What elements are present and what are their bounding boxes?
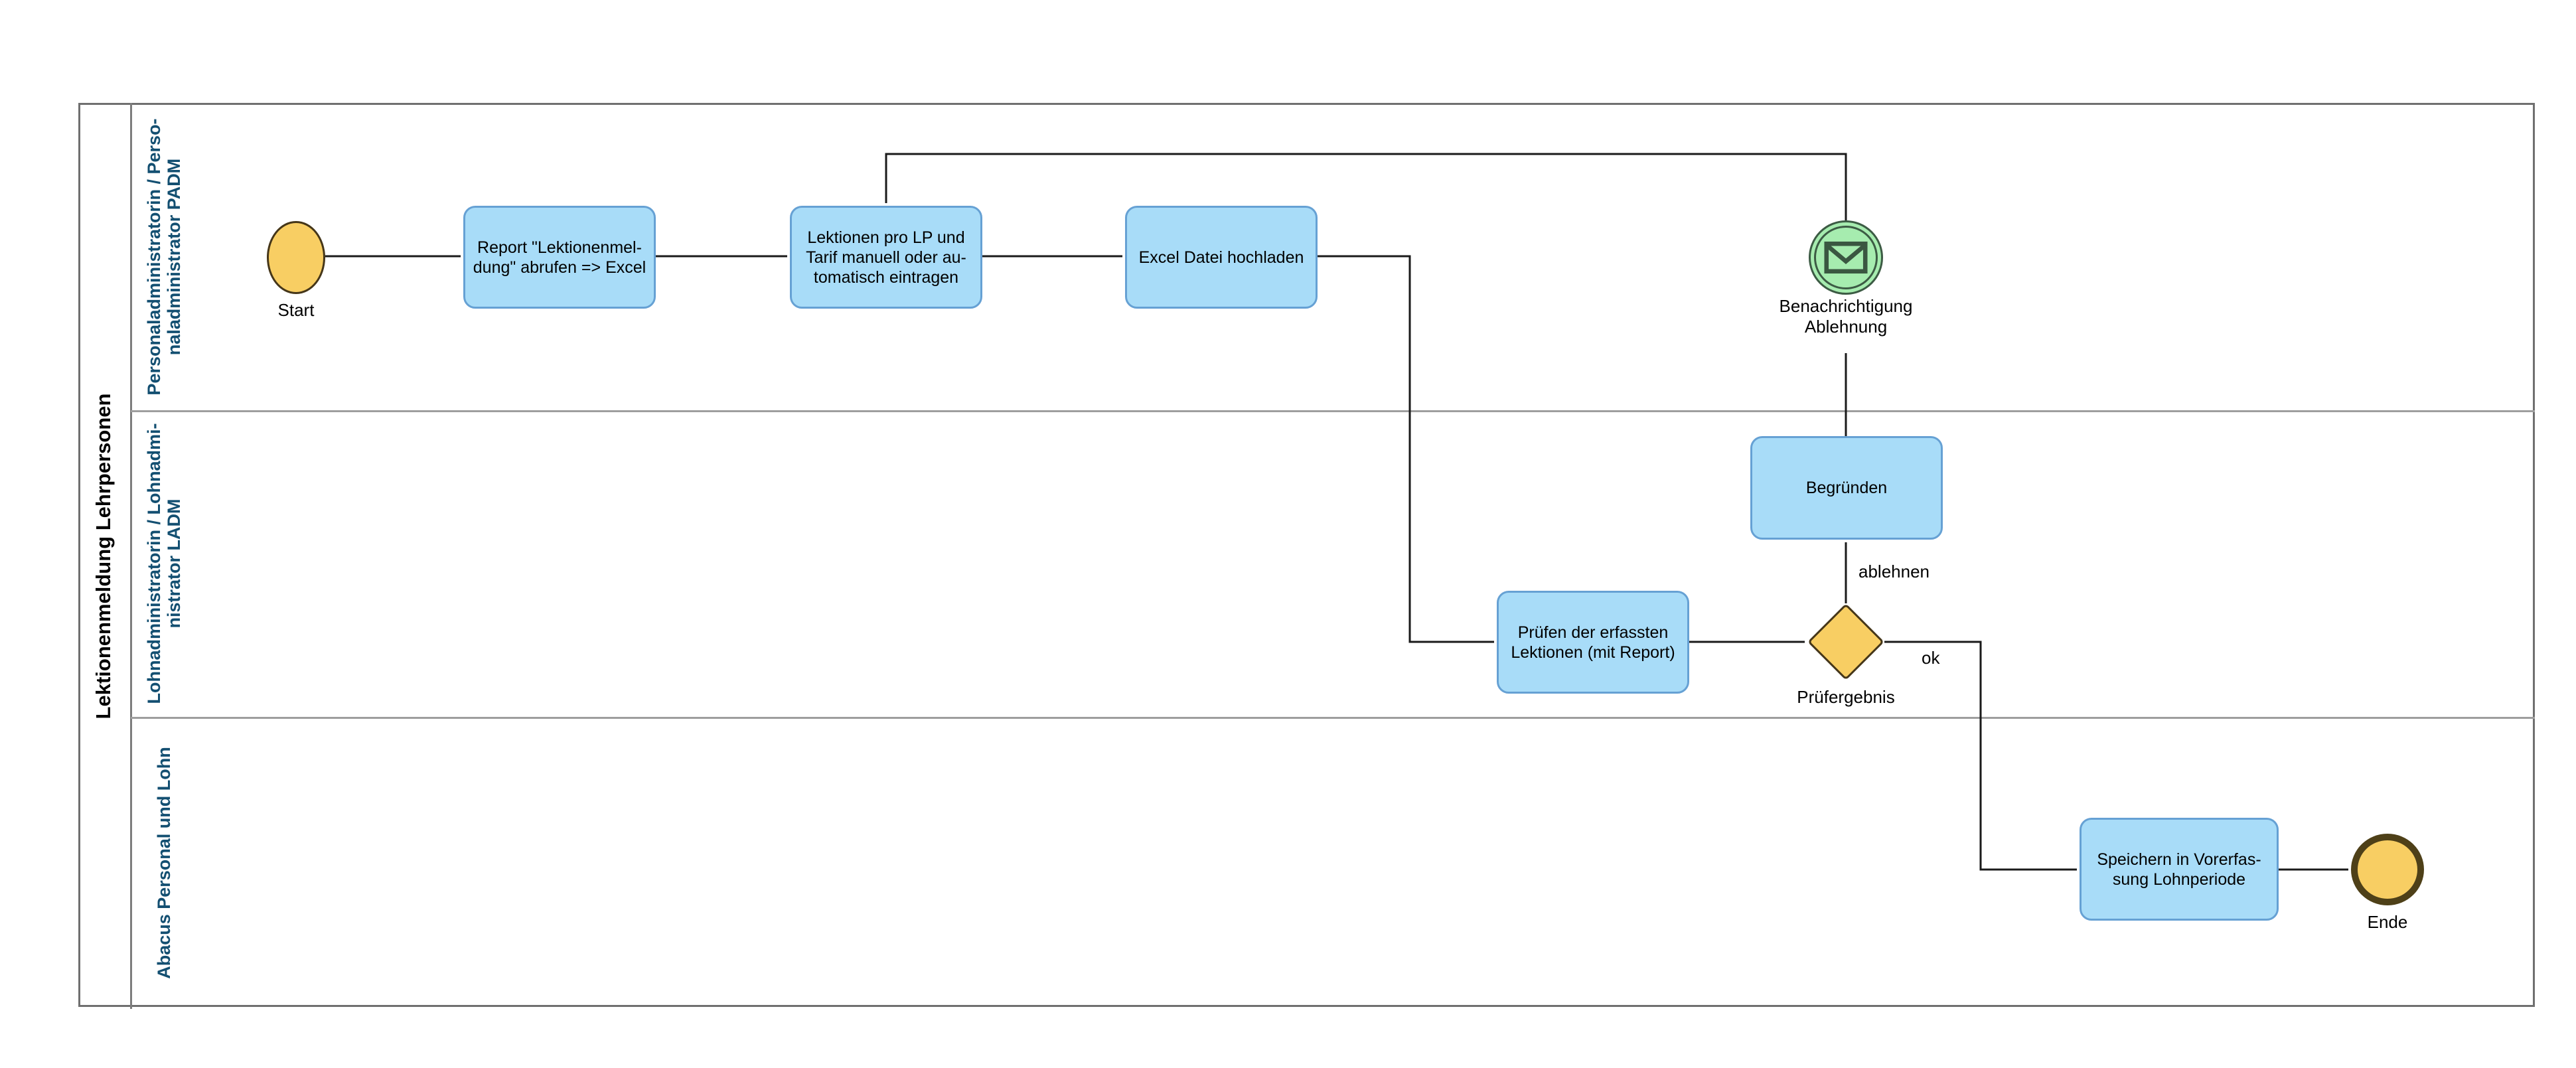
flow-gateway-to-speichern[interactable] <box>1884 641 2077 871</box>
task-report-abrufen[interactable]: Report "Lektionenmel- dung" abrufen => E… <box>463 206 656 309</box>
lane-divider-1 <box>131 410 2535 412</box>
gateway-label: Prüfergebnis <box>1797 687 1895 707</box>
start-event[interactable] <box>267 221 325 294</box>
lane-divider-2 <box>131 717 2535 719</box>
edge-label-ablehnen: ablehnen <box>1858 562 1930 581</box>
task-speichern-vorerfassung[interactable]: Speichern in Vorerfas- sung Lohnperiode <box>2080 818 2279 921</box>
edge-label-ok: ok <box>1922 648 1940 668</box>
task-excel-hochladen[interactable]: Excel Datei hochladen <box>1125 206 1318 309</box>
task-lektionen-eintragen[interactable]: Lektionen pro LP und Tarif manuell oder … <box>790 206 982 309</box>
start-event-label: Start <box>277 300 315 320</box>
message-event-label: Benachrichtigung Ablehnung <box>1779 296 1913 337</box>
flow-upload-to-pruefen[interactable] <box>1318 255 1494 643</box>
message-event-benachrichtigung[interactable] <box>1809 220 1883 295</box>
pool-border <box>78 103 2535 1007</box>
end-event-label: Ende <box>2367 912 2408 932</box>
end-event[interactable] <box>2351 834 2424 905</box>
event-inner-ring <box>1814 226 1878 289</box>
task-begruenden[interactable]: Begründen <box>1750 436 1943 540</box>
pool-title-separator <box>130 103 132 1009</box>
task-pruefen-lektionen[interactable]: Prüfen der erfassten Lektionen (mit Repo… <box>1497 591 1689 694</box>
flow-benachrichtigung-to-lektionen[interactable] <box>885 153 1847 220</box>
